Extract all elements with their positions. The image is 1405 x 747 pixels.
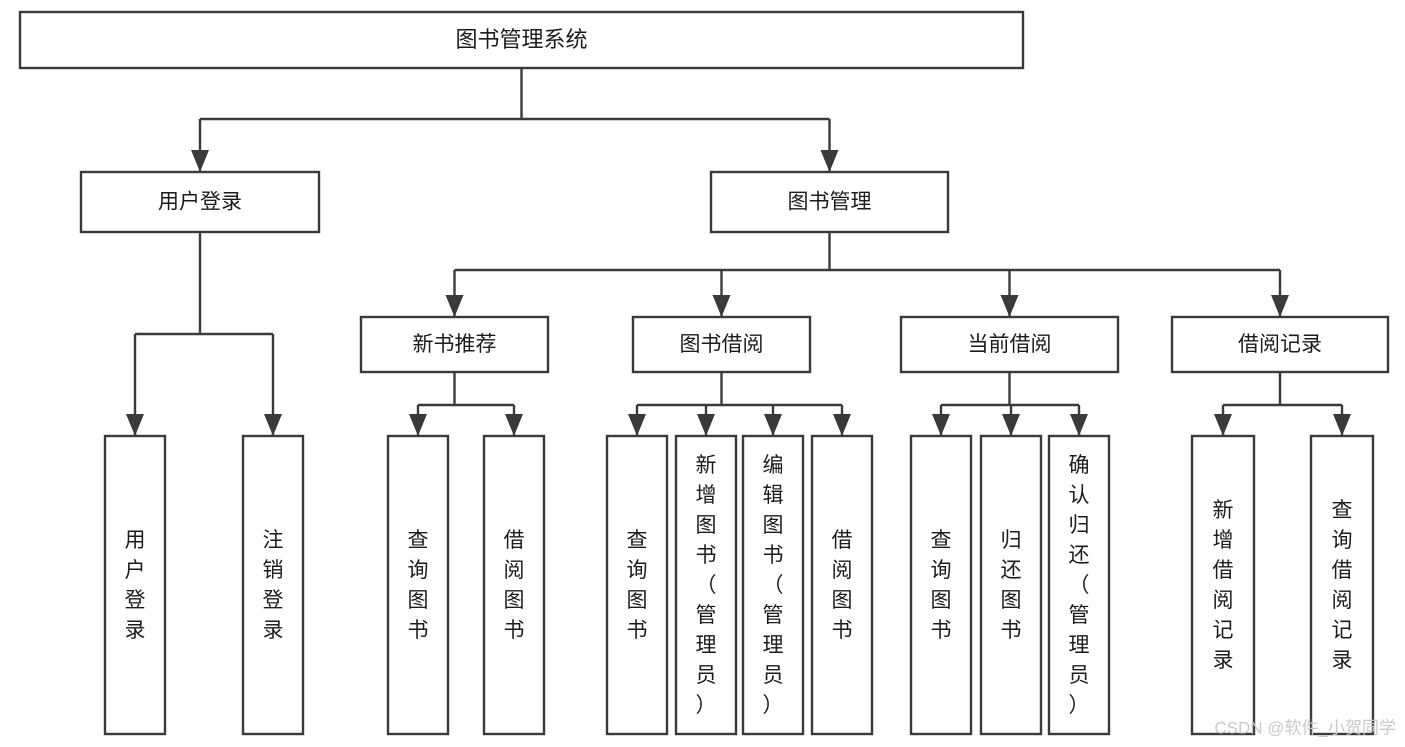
node-box-user-login [79, 170, 321, 234]
arrow-head-icon [712, 295, 731, 317]
arrow-head-icon [1000, 295, 1019, 317]
node-leaf-add-record[interactable]: 新增借阅记录 [1190, 434, 1256, 736]
csdn-watermark: CSDN @软件_小贺同学 [1214, 718, 1396, 737]
node-leaf-confirm-return[interactable]: 确认归还（管理员） [1047, 434, 1111, 736]
node-leaf-query-record[interactable]: 查询借阅记录 [1309, 434, 1375, 736]
node-label-borrow-record: 借阅记录 [1238, 333, 1322, 356]
node-leaf-logout[interactable]: 注销登录 [241, 434, 305, 736]
node-label-leaf-query-record: 查询借阅记录 [1332, 499, 1353, 672]
node-box-book-manage [709, 170, 950, 234]
arrow-head-icon [445, 295, 464, 317]
node-box-leaf-query-book-b [605, 434, 669, 736]
connector-layer [126, 68, 1351, 436]
node-box-leaf-confirm-return [1047, 434, 1111, 736]
node-box-leaf-query-record [1309, 434, 1375, 736]
node-box-leaf-add-book [674, 434, 738, 736]
node-user-login[interactable]: 用户登录 [79, 170, 321, 234]
node-label-leaf-logout: 注销登录 [263, 529, 284, 642]
node-label-leaf-return-book: 归还图书 [1001, 529, 1022, 642]
node-borrow-record[interactable]: 借阅记录 [1170, 315, 1390, 374]
node-label-book-manage: 图书管理 [788, 191, 872, 214]
arrow-head-icon [191, 150, 209, 172]
node-label-leaf-borrow-book-rec: 借阅图书 [504, 529, 525, 642]
node-box-book-borrow [631, 315, 812, 374]
node-box-leaf-return-book [979, 434, 1043, 736]
node-leaf-borrow-book-rec[interactable]: 借阅图书 [482, 434, 546, 736]
node-new-book-rec[interactable]: 新书推荐 [359, 315, 550, 374]
node-label-leaf-edit-book: 编辑图书（管理员） [763, 454, 784, 717]
node-label-current-borrow: 当前借阅 [968, 333, 1052, 356]
node-layer: 图书管理系统用户登录图书管理新书推荐图书借阅当前借阅借阅记录用户登录注销登录查询… [18, 10, 1390, 736]
node-book-manage[interactable]: 图书管理 [709, 170, 950, 234]
node-box-leaf-edit-book [741, 434, 805, 736]
node-box-current-borrow [899, 315, 1120, 374]
node-leaf-user-login[interactable]: 用户登录 [103, 434, 167, 736]
arrow-head-icon [764, 414, 782, 436]
node-box-leaf-add-record [1190, 434, 1256, 736]
node-leaf-query-book-rec[interactable]: 查询图书 [386, 434, 450, 736]
node-leaf-return-book[interactable]: 归还图书 [979, 434, 1043, 736]
arrow-head-icon [1070, 414, 1088, 436]
node-label-leaf-query-book-rec: 查询图书 [408, 529, 429, 642]
arrow-head-icon [833, 414, 851, 436]
node-box-borrow-record [1170, 315, 1390, 374]
node-root[interactable]: 图书管理系统 [18, 10, 1025, 70]
arrow-head-icon [628, 414, 646, 436]
node-box-leaf-borrow-book-b [810, 434, 874, 736]
arrow-head-icon [409, 414, 427, 436]
arrow-head-icon [1333, 414, 1351, 436]
arrow-head-icon [264, 414, 282, 436]
node-box-leaf-logout [241, 434, 305, 736]
arrow-head-icon [820, 150, 839, 172]
node-box-new-book-rec [359, 315, 550, 374]
node-box-leaf-borrow-book-rec [482, 434, 546, 736]
arrow-head-icon [932, 414, 950, 436]
node-label-leaf-borrow-book-b: 借阅图书 [832, 529, 853, 642]
node-label-book-borrow: 图书借阅 [680, 333, 764, 356]
node-current-borrow[interactable]: 当前借阅 [899, 315, 1120, 374]
arrow-head-icon [1214, 414, 1232, 436]
node-label-root: 图书管理系统 [455, 27, 587, 52]
node-leaf-add-book[interactable]: 新增图书（管理员） [674, 434, 738, 736]
node-leaf-query-book-b[interactable]: 查询图书 [605, 434, 669, 736]
node-label-leaf-add-record: 新增借阅记录 [1213, 499, 1234, 672]
node-label-new-book-rec: 新书推荐 [413, 333, 497, 356]
node-leaf-edit-book[interactable]: 编辑图书（管理员） [741, 434, 805, 736]
arrow-head-icon [697, 414, 715, 436]
node-label-user-login: 用户登录 [158, 191, 242, 214]
node-label-leaf-add-book: 新增图书（管理员） [696, 454, 717, 717]
arrow-head-icon [126, 414, 144, 436]
node-book-borrow[interactable]: 图书借阅 [631, 315, 812, 374]
node-label-leaf-confirm-return: 确认归还（管理员） [1069, 454, 1090, 717]
node-box-leaf-query-book-rec [386, 434, 450, 736]
arrow-head-icon [505, 414, 523, 436]
node-label-leaf-query-book-c: 查询图书 [931, 529, 952, 642]
node-leaf-query-book-c[interactable]: 查询图书 [909, 434, 973, 736]
node-label-leaf-user-login: 用户登录 [125, 529, 146, 642]
arrow-head-icon [1271, 295, 1289, 317]
node-box-root [18, 10, 1025, 70]
node-box-leaf-query-book-c [909, 434, 973, 736]
arrow-head-icon [1002, 414, 1020, 436]
node-leaf-borrow-book-b[interactable]: 借阅图书 [810, 434, 874, 736]
node-label-leaf-query-book-b: 查询图书 [627, 529, 648, 642]
node-box-leaf-user-login [103, 434, 167, 736]
